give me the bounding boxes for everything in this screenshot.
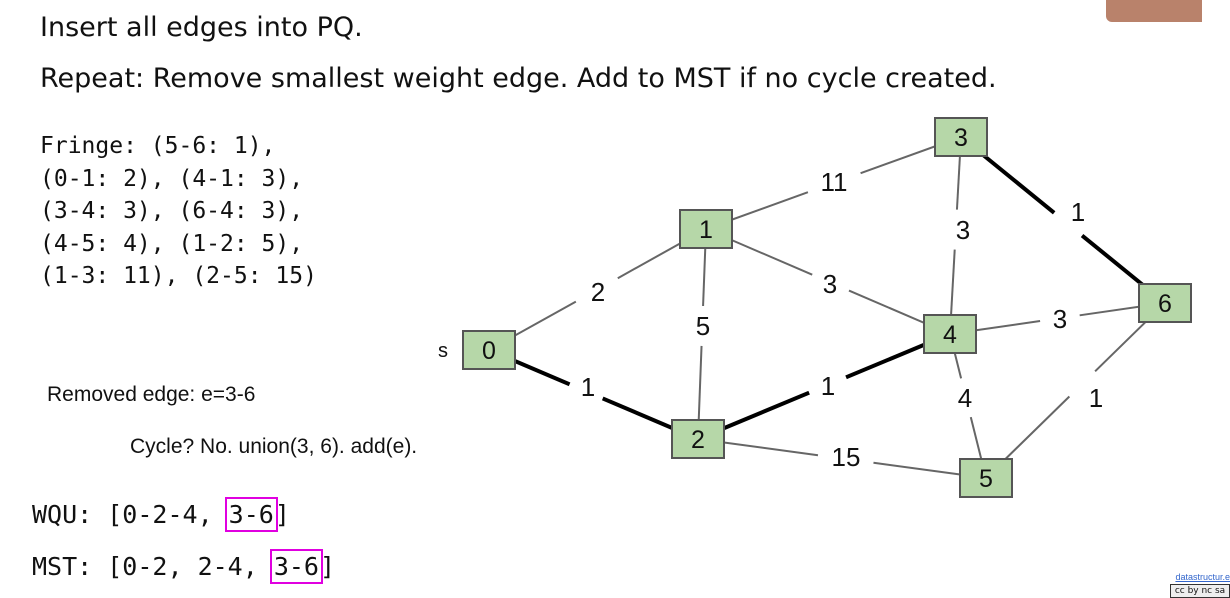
edge-weight-label-4-6: 3 xyxy=(1053,304,1067,334)
cycle-check-text: Cycle? No. union(3, 6). add(e). xyxy=(130,435,418,458)
mst-prefix: MST: [0-2, 2-4, xyxy=(32,552,273,581)
wqu-suffix: ] xyxy=(274,500,290,529)
graph-node-0: 0 xyxy=(462,330,516,370)
fringe-line: (0-1: 2), (4-1: 3), xyxy=(40,165,304,192)
svg-text:6: 6 xyxy=(1158,290,1172,318)
edge-weight-label-2-4: 1 xyxy=(821,371,835,401)
edge-weight-label-4-5: 4 xyxy=(958,383,972,413)
svg-text:2: 2 xyxy=(691,426,705,454)
edge-weight-label-3-6: 1 xyxy=(1071,197,1085,227)
svg-text:1: 1 xyxy=(699,216,713,244)
wqu-state: WQU: [0-2-4, 3-6] xyxy=(32,497,290,532)
edge-weight-label-2-5: 15 xyxy=(832,442,861,472)
wqu-highlight-box: 3-6 xyxy=(224,497,278,532)
slide-heading-repeat: Repeat: Remove smallest weight edge. Add… xyxy=(40,63,997,94)
edge-weight-label-3-4: 3 xyxy=(956,215,970,245)
graph-node-3: 3 xyxy=(934,117,988,157)
graph-node-4: 4 xyxy=(923,314,977,354)
fringe-list: Fringe: (5-6: 1), (0-1: 2), (4-1: 3), (3-4… xyxy=(40,130,317,293)
svg-text:0: 0 xyxy=(482,337,496,365)
edge-weight-label-0-2: 1 xyxy=(581,372,595,402)
presenter-video-thumbnail xyxy=(1106,0,1202,22)
wqu-prefix: WQU: [0-2-4, xyxy=(32,500,228,529)
edge-weight-label-1-2: 5 xyxy=(696,311,710,341)
graph-node-6: 6 xyxy=(1138,283,1192,323)
license-badge: cc by nc sa xyxy=(1170,584,1230,598)
graph-nodes: 0 1 2 3 4 5 6 xyxy=(462,117,1192,498)
svg-text:5: 5 xyxy=(979,465,993,493)
source-label: s xyxy=(438,340,448,362)
svg-text:4: 4 xyxy=(943,321,957,349)
mst-highlight-box: 3-6 xyxy=(269,549,323,584)
slide-heading-insert: Insert all edges into PQ. xyxy=(40,12,363,43)
graph-node-5: 5 xyxy=(959,458,1013,498)
edge-weight-label-0-1: 2 xyxy=(591,277,605,307)
edge-weight-label-1-3: 11 xyxy=(821,167,848,197)
fringe-line: (1-3: 11), (2-5: 15) xyxy=(40,263,317,289)
fringe-line: Fringe: (5-6: 1), xyxy=(40,133,276,159)
mst-suffix: ] xyxy=(319,552,336,581)
footer-link[interactable]: datastructur.e xyxy=(1175,572,1230,582)
mst-state: MST: [0-2, 2-4, 3-6] xyxy=(32,549,336,584)
graph-node-1: 1 xyxy=(679,209,733,249)
edge-weight-label-5-6: 1 xyxy=(1089,383,1103,413)
removed-edge-text: Removed edge: e=3-6 xyxy=(47,383,256,406)
edge-weight-label-1-4: 3 xyxy=(823,269,837,299)
graph-node-2: 2 xyxy=(671,419,725,459)
fringe-line: (4-5: 4), (1-2: 5), xyxy=(40,230,304,257)
svg-text:3: 3 xyxy=(954,124,968,152)
fringe-line: (3-4: 3), (6-4: 3), xyxy=(40,198,304,224)
